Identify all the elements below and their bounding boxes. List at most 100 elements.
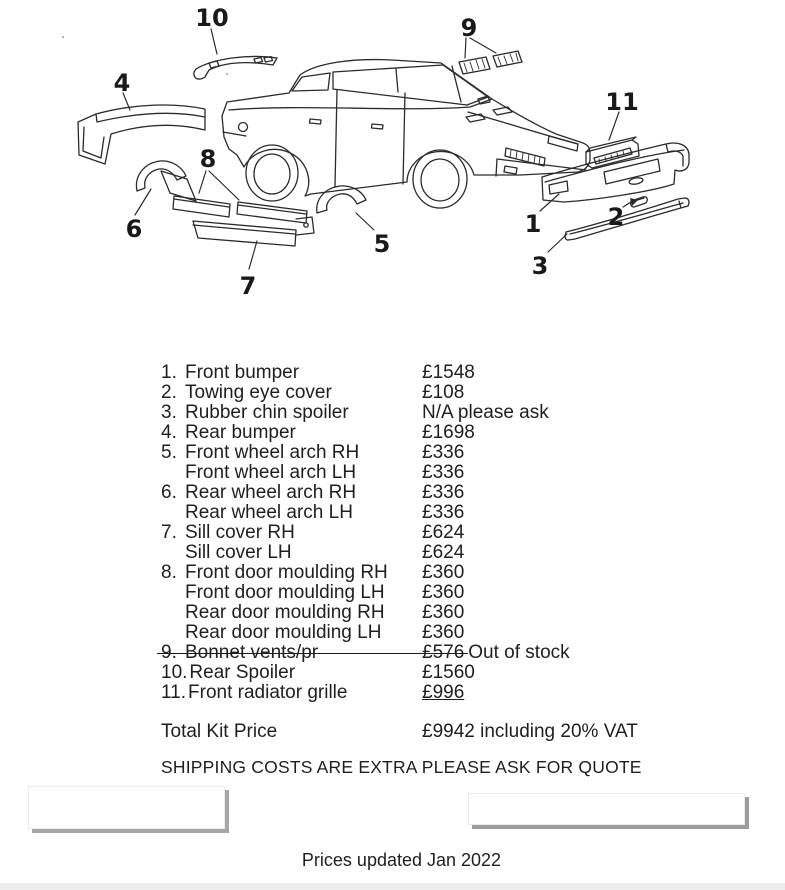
part-number: 2. — [161, 382, 177, 403]
price-cell: £360 — [422, 563, 785, 583]
part-bonnet-vents — [458, 50, 523, 75]
part-name: Rear Spoiler — [189, 662, 296, 683]
item-cell: Rear door moulding LH — [161, 623, 422, 643]
part-price: £336 — [422, 442, 465, 463]
part-name: Rear wheel arch RH — [185, 482, 357, 503]
redacted-box-left — [28, 786, 225, 829]
part-number: 7. — [161, 522, 177, 543]
part-price: £1548 — [422, 362, 475, 383]
item-cell: 11.Front radiator grille — [161, 683, 422, 703]
part-price: N/A please ask — [422, 402, 549, 423]
part-price: £624 — [422, 522, 465, 543]
part-front-bumper — [541, 142, 690, 203]
parts-list-row: 3.Rubber chin spoiler N/A please ask — [161, 403, 785, 423]
parts-price-list: 1.Front bumper £1548 2. Towing eye cover … — [157, 363, 785, 779]
part-price: £1560 — [422, 662, 475, 683]
price-cell: £360 — [422, 603, 785, 623]
part-number: 5. — [161, 442, 177, 463]
part-name: Front bumper — [185, 362, 300, 383]
price-cell: £336 — [422, 483, 785, 503]
parts-list-row: 2. Towing eye cover £108 — [161, 383, 785, 403]
price-cell: £1548 — [422, 363, 785, 383]
parts-list-row: Front wheel arch LH £336 — [161, 463, 785, 483]
part-name: Rubber chin spoiler — [185, 402, 349, 423]
part-number: 4. — [161, 422, 177, 443]
part-rear-wheel-arch — [135, 160, 187, 192]
price-cell: £360 — [422, 583, 785, 603]
parts-list-row: 4. Rear bumper £1698 — [161, 423, 785, 443]
part-label-2: 2 — [608, 203, 625, 231]
parts-list-row: 1.Front bumper £1548 — [161, 363, 785, 383]
total-row: Total Kit Price £9942 including 20% VAT — [161, 722, 785, 742]
price-cell: £996 — [422, 683, 785, 703]
item-cell: 4. Rear bumper — [161, 423, 422, 443]
part-rear-spoiler — [193, 55, 278, 80]
item-cell: 7. Sill cover RH — [161, 523, 422, 543]
part-name: Rear door moulding RH — [185, 602, 385, 623]
parts-list-row: 7. Sill cover RH £624 — [161, 523, 785, 543]
part-name: Front wheel arch RH — [185, 442, 360, 463]
strikethrough-line — [157, 652, 468, 655]
parts-list-row: Rear door moulding LH £360 — [161, 623, 785, 643]
part-name: Front radiator grille — [188, 682, 348, 703]
parts-list-row: Front door moulding LH £360 — [161, 583, 785, 603]
part-name: Rear wheel arch LH — [185, 502, 353, 523]
part-front-wheel-arch — [316, 185, 367, 214]
item-cell: Front door moulding LH — [161, 583, 422, 603]
part-number: 6. — [161, 482, 177, 503]
item-cell: 10.Rear Spoiler — [161, 663, 422, 683]
item-cell: Rear wheel arch LH — [161, 503, 422, 523]
parts-diagram: 1 2 3 4 5 6 7 8 9 10 11 — [62, 4, 690, 300]
part-label-8: 8 — [200, 145, 217, 173]
price-cell: £1560 — [422, 663, 785, 683]
part-name: Sill cover RH — [185, 522, 295, 543]
total-value: £9942 including 20% VAT — [422, 721, 638, 742]
part-rear-bumper — [77, 104, 206, 165]
part-price: £108 — [422, 382, 465, 403]
part-sill-cover — [192, 216, 315, 247]
leader-lines — [122, 28, 638, 270]
part-number: 11. — [161, 682, 187, 703]
prices-updated-note: Prices updated Jan 2022 — [301, 850, 502, 870]
parts-list-row: Rear door moulding RH £360 — [161, 603, 785, 623]
part-price: £360 — [422, 562, 465, 583]
parts-list-row: 10.Rear Spoiler £1560 — [161, 663, 785, 683]
part-price: £360 — [422, 622, 465, 643]
part-number: 8. — [161, 562, 177, 583]
part-chin-spoiler — [564, 197, 690, 241]
price-cell: £360 — [422, 623, 785, 643]
part-name: Front wheel arch LH — [185, 462, 357, 483]
parts-list-row: Rear wheel arch LH £336 — [161, 503, 785, 523]
item-cell: Sill cover LH — [161, 543, 422, 563]
part-price: £336 — [422, 462, 465, 483]
part-name: Rear bumper — [185, 422, 296, 443]
part-name: Towing eye cover — [185, 382, 332, 403]
item-cell: 2. Towing eye cover — [161, 383, 422, 403]
part-price: £624 — [422, 542, 465, 563]
part-price: £336 — [422, 482, 465, 503]
part-label-7: 7 — [240, 272, 257, 300]
car-illustration — [62, 36, 591, 209]
part-label-1: 1 — [525, 210, 542, 238]
total-label: Total Kit Price — [161, 721, 278, 742]
price-cell: £336 — [422, 443, 785, 463]
price-cell: N/A please ask — [422, 403, 785, 423]
part-name: Rear door moulding LH — [185, 622, 382, 643]
parts-list-row: 5. Front wheel arch RH £336 — [161, 443, 785, 463]
price-cell: £336 — [422, 503, 785, 523]
part-name: Front door moulding LH — [185, 582, 385, 603]
price-cell: £624 — [422, 543, 785, 563]
part-labels: 1 2 3 4 5 6 7 8 9 10 11 — [114, 4, 639, 300]
item-cell: 5. Front wheel arch RH — [161, 443, 422, 463]
item-cell: 1.Front bumper — [161, 363, 422, 383]
stock-note: Out of stock — [468, 642, 570, 663]
part-price: £336 — [422, 502, 465, 523]
parts-list-row: Sill cover LH £624 — [161, 543, 785, 563]
item-cell: Rear door moulding RH — [161, 603, 422, 623]
price-cell: £1698 — [422, 423, 785, 443]
part-label-3: 3 — [532, 252, 549, 280]
price-cell: £336 — [422, 463, 785, 483]
parts-list-row: 8.Front door moulding RH £360 — [161, 563, 785, 583]
